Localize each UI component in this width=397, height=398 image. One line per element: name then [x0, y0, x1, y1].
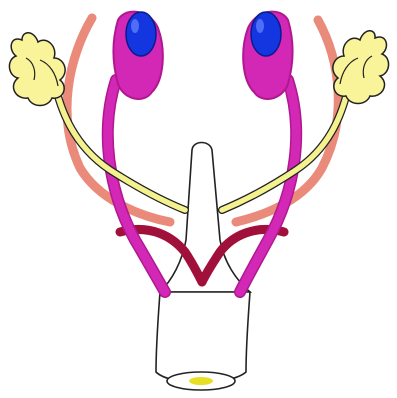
right-blue-oval	[251, 12, 281, 56]
left-blue-oval	[126, 12, 156, 56]
right-blue-highlight	[256, 19, 264, 33]
left-blue-highlight	[131, 19, 139, 33]
central-organ-lower	[156, 292, 250, 383]
organ-opening	[189, 377, 213, 385]
right-testis	[243, 12, 292, 99]
left-testis	[114, 12, 163, 99]
